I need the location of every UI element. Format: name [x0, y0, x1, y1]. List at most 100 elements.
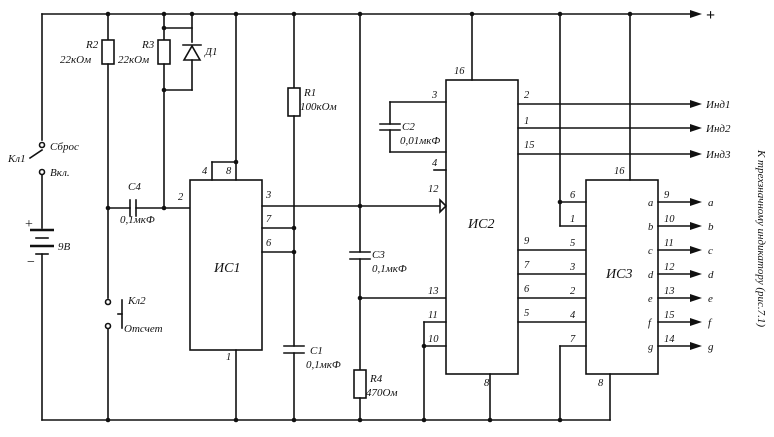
- seg-c-in: c: [648, 246, 653, 257]
- switch1-pos-reset: Сброс: [50, 141, 79, 153]
- ic3-chip: ИС3 16 6 1 5 3 2 4 7 8: [569, 13, 659, 421]
- diode-d1: Д1: [163, 13, 218, 91]
- c3-label: C3: [372, 249, 385, 261]
- seg-b-pin: 10: [664, 214, 675, 225]
- supply-rail-top: +: [41, 7, 715, 24]
- capacitor-c2: C2 0,01мкФ: [379, 101, 447, 153]
- c4-label: C4: [128, 181, 141, 193]
- supply-plus-label: +: [706, 7, 715, 24]
- ic1-pin-4: 4: [202, 166, 208, 177]
- capacitor-c4: C4 0,1мкФ: [107, 181, 191, 226]
- ic2-pin-6: 6: [524, 284, 530, 295]
- seg-d-in: d: [648, 270, 654, 281]
- kn2-label: Кл2: [127, 295, 146, 307]
- c4-value: 0,1мкФ: [120, 214, 155, 226]
- ic3-label: ИС3: [605, 267, 632, 282]
- r1-value: 100кОм: [300, 101, 337, 113]
- ic2-pin-3: 3: [431, 90, 437, 101]
- battery-voltage: 9В: [58, 241, 71, 253]
- ic2-pin-1: 1: [524, 116, 529, 127]
- switch1-pos-on: Вкл.: [50, 167, 70, 179]
- output-ind3: Инд3: [705, 149, 731, 161]
- seg-b-out: b: [708, 221, 714, 233]
- d1-label: Д1: [204, 46, 218, 58]
- c1-value: 0,1мкФ: [306, 359, 341, 371]
- seg-f-out: f: [708, 317, 713, 329]
- seg-a-pin: 9: [664, 190, 670, 201]
- seg-d-out: d: [708, 269, 714, 281]
- resistor-r4: R4 470Ом: [353, 369, 397, 421]
- ic2-pin-16: 16: [454, 66, 465, 77]
- r3-value: 22кОм: [118, 54, 149, 66]
- ic2-label: ИС2: [467, 217, 494, 232]
- resistor-r3: R3 22кОм: [118, 13, 171, 209]
- seg-c-pin: 11: [664, 238, 674, 249]
- battery-minus: −: [27, 255, 35, 270]
- ic2-pin-5: 5: [524, 308, 529, 319]
- ic1-pin-8: 8: [226, 166, 232, 177]
- ic3-pin-3: 3: [569, 262, 575, 273]
- resistor-r2: R2 22кОм: [60, 13, 115, 209]
- kn2-function: Отсчет: [124, 323, 163, 335]
- segment-outputs: 9 10 11 12 13 15 14 a b c d e f g a b c …: [648, 190, 714, 353]
- switch1-label: Кл1: [7, 153, 26, 165]
- seg-f-pin: 15: [664, 310, 675, 321]
- ic2-pin-10: 10: [428, 334, 439, 345]
- ic3-pin-16: 16: [614, 166, 625, 177]
- capacitor-c3: C3 0,1мкФ: [349, 13, 407, 371]
- c3-value: 0,1мкФ: [372, 263, 407, 275]
- ic3-pin-4: 4: [570, 310, 576, 321]
- seg-g-in: g: [648, 342, 653, 353]
- ic2-pin-9: 9: [524, 236, 530, 247]
- ic1-pin-7: 7: [266, 214, 272, 225]
- seg-g-out: g: [708, 341, 714, 353]
- ic1-label: ИС1: [213, 261, 240, 276]
- ic3-pin-7: 7: [570, 334, 576, 345]
- ic1-pin-6: 6: [266, 238, 272, 249]
- ic3-pin-6: 6: [570, 190, 576, 201]
- ic1-chip: ИС1 4 8 2 3 7 6 1: [178, 13, 272, 421]
- seg-d-pin: 12: [664, 262, 675, 273]
- ic3-pin-8: 8: [598, 378, 604, 389]
- seg-c-out: c: [708, 245, 713, 257]
- output-ind2: Инд2: [705, 123, 731, 135]
- ic2-pin-7: 7: [524, 260, 530, 271]
- ic3-pin-5: 5: [570, 238, 575, 249]
- battery-plus: +: [25, 217, 33, 232]
- ic3-pin-2: 2: [570, 286, 576, 297]
- c1-label: C1: [310, 345, 323, 357]
- seg-e-pin: 13: [664, 286, 675, 297]
- resistor-r1: R1 100кОм: [287, 13, 337, 229]
- seg-g-pin: 14: [664, 334, 675, 345]
- left-branch: Кл1 Сброс Вкл. + − 9В: [7, 13, 79, 421]
- r4-label: R4: [369, 373, 383, 385]
- seg-a-out: a: [708, 197, 714, 209]
- seg-b-in: b: [648, 222, 653, 233]
- seg-f-in: f: [648, 318, 653, 329]
- ic2-pin-4: 4: [432, 158, 438, 169]
- capacitor-c1: C1 0,1мкФ: [283, 251, 341, 421]
- ic2-pin-11: 11: [428, 310, 438, 321]
- ic2-pin-2: 2: [524, 90, 530, 101]
- ic1-pin-1: 1: [226, 352, 231, 363]
- ic1-pin-3: 3: [265, 190, 271, 201]
- r2-value: 22кОм: [60, 54, 91, 66]
- c2-value: 0,01мкФ: [400, 135, 440, 147]
- ic1-pin-2: 2: [178, 192, 184, 203]
- output-ind1: Инд1: [705, 99, 730, 111]
- r1-label: R1: [303, 87, 316, 99]
- button-kn2: Кл2 Отсчет: [104, 207, 163, 421]
- indicator-outputs: Инд1 Инд2 Инд3: [517, 99, 731, 161]
- ic2-chip: ИС2 16 3 4 12 13 11 10 2 1 15 9 7 6 5 8: [428, 13, 535, 421]
- ic2-pin-15: 15: [524, 140, 535, 151]
- r3-label: R3: [141, 39, 155, 51]
- seg-a-in: a: [648, 198, 653, 209]
- indicator-note: К трехзначному индикатору (рис.7.1): [755, 149, 767, 327]
- seg-e-out: e: [708, 293, 713, 305]
- seg-e-in: e: [648, 294, 653, 305]
- r4-value: 470Ом: [366, 387, 397, 399]
- r2-label: R2: [85, 39, 99, 51]
- ic2-pin-8: 8: [484, 378, 490, 389]
